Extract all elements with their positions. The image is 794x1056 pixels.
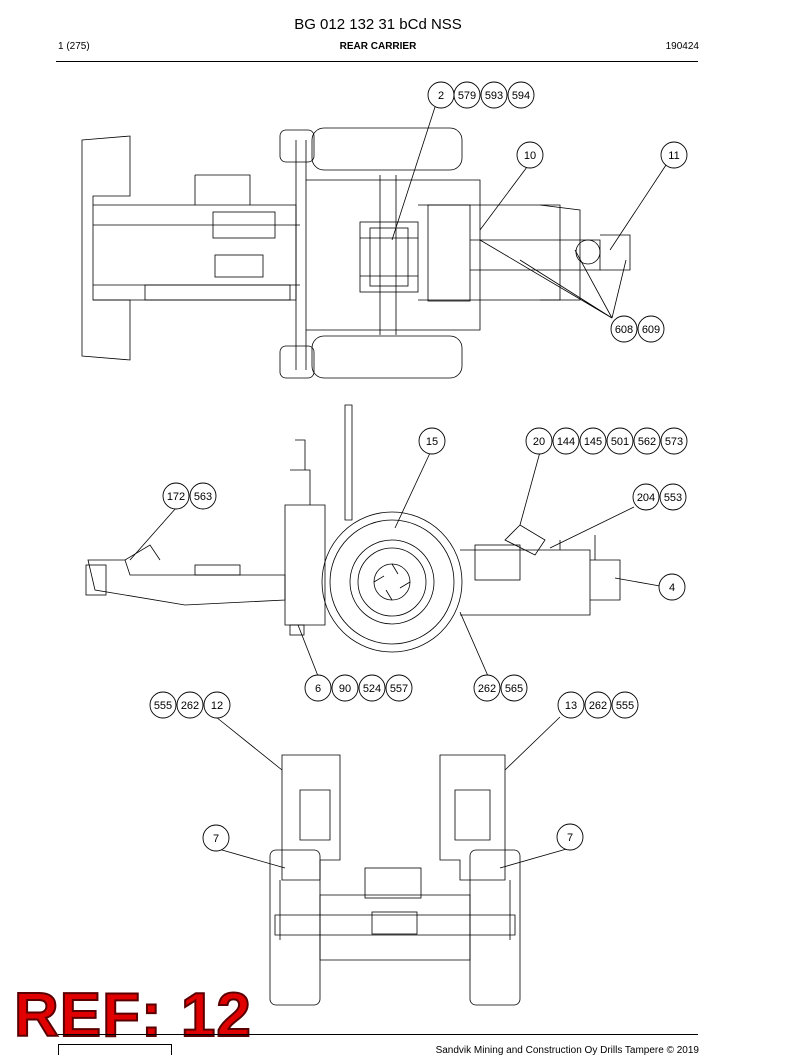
callout-label: 593	[485, 90, 503, 102]
callout-label: 12	[211, 700, 223, 712]
footer-copyright: Sandvik Mining and Construction Oy Drill…	[435, 1045, 699, 1056]
callout-label: 555	[616, 700, 634, 712]
callout-10	[516, 141, 544, 169]
callout-label: 553	[664, 492, 682, 504]
top-view-drawing	[81, 127, 631, 379]
callout-label: 563	[194, 491, 212, 503]
callout-label: 10	[524, 150, 536, 162]
callout-label: 145	[584, 436, 602, 448]
callout-label: 13	[565, 700, 577, 712]
rear-view-drawing	[269, 754, 521, 1006]
callout-label: 262	[589, 700, 607, 712]
callout-label: 609	[642, 324, 660, 336]
callout-label: 608	[615, 324, 633, 336]
callout-label: 2	[438, 90, 444, 102]
callout-4	[658, 573, 686, 601]
callout-555-262-12	[149, 691, 231, 719]
callout-label: 20	[533, 436, 545, 448]
callout-7-left	[202, 824, 230, 852]
callout-label: 144	[557, 436, 575, 448]
callout-label: 579	[458, 90, 476, 102]
callout-label: 262	[181, 700, 199, 712]
document-date: 190424	[665, 41, 699, 52]
callout-label: 594	[512, 90, 530, 102]
callout-608-609	[610, 315, 665, 343]
page-number: 1 (275)	[58, 41, 90, 52]
callout-label: 6	[315, 683, 321, 695]
callout-label: 262	[478, 683, 496, 695]
side-view-drawing	[85, 404, 621, 653]
callout-label: 11	[668, 150, 679, 162]
callout-15	[418, 427, 446, 455]
callout-label: 7	[213, 833, 219, 845]
callout-172-563	[162, 482, 217, 510]
callout-label: 501	[611, 436, 629, 448]
callout-2-579-593-594	[427, 81, 535, 109]
leader-lines	[129, 106, 667, 869]
callout-20-573	[525, 427, 688, 455]
callout-7-right	[556, 823, 584, 851]
callout-label: 90	[339, 683, 351, 695]
callout-label: 15	[426, 436, 438, 448]
header-divider	[56, 61, 698, 62]
callout-204-553	[632, 483, 687, 511]
callout-label: 524	[363, 683, 381, 695]
ref-label: REF: 12	[13, 981, 252, 1050]
callout-label: 172	[167, 491, 185, 503]
callout-11	[660, 141, 688, 169]
document-title: BG 012 132 31 bCd NSS	[294, 16, 462, 33]
callout-6-557	[304, 674, 413, 702]
callout-label: 7	[567, 832, 573, 844]
callout-label: 555	[154, 700, 172, 712]
callout-group	[149, 81, 688, 852]
callout-label: 562	[638, 436, 656, 448]
callout-label: 573	[665, 436, 683, 448]
callout-13-262-555	[557, 691, 639, 719]
callout-label: 4	[669, 582, 675, 594]
callout-262-565	[473, 674, 528, 702]
sandvik-logo	[58, 1044, 172, 1055]
callout-label: 204	[637, 492, 655, 504]
section-title: REAR CARRIER	[339, 41, 417, 52]
footer-divider	[58, 1034, 698, 1035]
callout-label: 565	[505, 683, 523, 695]
callout-label: 557	[390, 683, 408, 695]
